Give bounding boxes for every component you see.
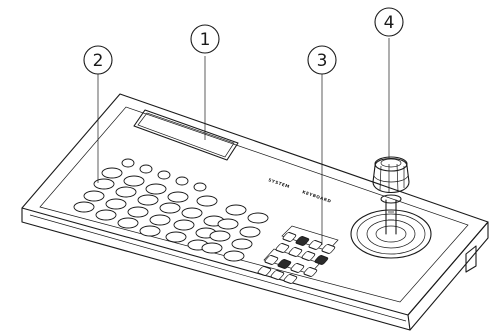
keypad-key[interactable]	[123, 175, 145, 187]
keypad-key[interactable]	[139, 164, 153, 174]
keypad-key[interactable]	[223, 250, 245, 262]
control-key[interactable]	[257, 266, 272, 276]
keypad-key[interactable]	[139, 225, 161, 237]
keypad-key[interactable]	[165, 231, 187, 243]
keypad-key[interactable]	[145, 183, 167, 195]
keyboard-housing	[21, 93, 489, 331]
callout-3-label: 3	[317, 51, 328, 71]
keypad-key[interactable]	[115, 186, 137, 198]
keypad-key[interactable]	[196, 195, 218, 207]
panel-legend: SYSTEM KEYBOARD	[268, 177, 332, 204]
callout-3: 3	[307, 45, 337, 75]
keypad-key[interactable]	[121, 158, 135, 168]
control-key[interactable]	[303, 267, 318, 277]
control-key[interactable]	[301, 251, 316, 261]
keypad-key[interactable]	[167, 191, 189, 203]
control-key[interactable]	[295, 236, 310, 246]
control-key[interactable]	[282, 232, 297, 242]
control-keypad	[257, 225, 339, 284]
callout-1: 1	[190, 24, 220, 54]
keypad-key[interactable]	[117, 217, 139, 229]
legend-left-text: SYSTEM	[268, 177, 291, 189]
keypad-key[interactable]	[101, 167, 123, 179]
keypad-key[interactable]	[105, 198, 127, 210]
callout-4-label: 4	[384, 13, 395, 33]
left-keypad	[73, 158, 269, 262]
control-key[interactable]	[277, 259, 292, 269]
callout-2-label: 2	[93, 51, 104, 71]
keypad-key[interactable]	[217, 218, 239, 230]
keypad-key[interactable]	[149, 214, 171, 226]
callout-2: 2	[83, 45, 113, 75]
keypad-key[interactable]	[247, 212, 269, 224]
keypad-key[interactable]	[159, 202, 181, 214]
callout-1-label: 1	[200, 30, 211, 50]
keypad-key[interactable]	[95, 209, 117, 221]
leader-lines	[97, 38, 390, 245]
keypad-key[interactable]	[181, 207, 203, 219]
keypad-key[interactable]	[193, 182, 207, 192]
control-key[interactable]	[314, 255, 329, 265]
keypad-key[interactable]	[73, 201, 95, 213]
keypad-key[interactable]	[93, 178, 115, 190]
callout-4: 4	[374, 7, 404, 37]
lcd-display	[133, 109, 239, 161]
keypad-key[interactable]	[83, 190, 105, 202]
keypad-key[interactable]	[175, 176, 189, 186]
legend-right-text: KEYBOARD	[302, 189, 332, 204]
keypad-key[interactable]	[201, 242, 223, 254]
control-key[interactable]	[264, 255, 279, 265]
control-key[interactable]	[288, 247, 303, 257]
control-key[interactable]	[290, 263, 305, 273]
control-key[interactable]	[283, 274, 298, 284]
keypad-key[interactable]	[127, 206, 149, 218]
keypad-key[interactable]	[209, 230, 231, 242]
joystick[interactable]	[350, 156, 432, 259]
keypad-key[interactable]	[225, 204, 247, 216]
keypad-key[interactable]	[157, 170, 171, 180]
keypad-key[interactable]	[231, 238, 253, 250]
control-key[interactable]	[270, 270, 285, 280]
control-key[interactable]	[275, 243, 290, 253]
keypad-key[interactable]	[137, 194, 159, 206]
keypad-key[interactable]	[239, 226, 261, 238]
control-key[interactable]	[308, 240, 323, 250]
keypad-key[interactable]	[173, 219, 195, 231]
control-key[interactable]	[321, 244, 336, 254]
